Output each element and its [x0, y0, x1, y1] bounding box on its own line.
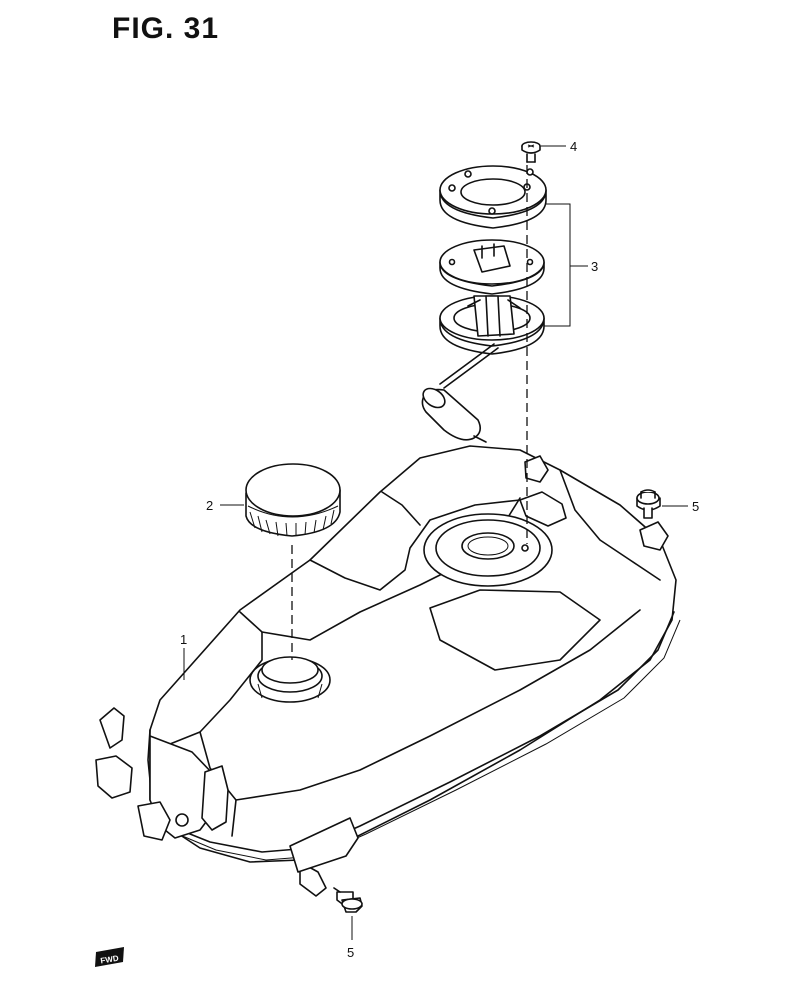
fuel-cap [245, 463, 341, 537]
fuel-pump-sender-assembly [421, 165, 547, 443]
callout-4: 4 [570, 139, 577, 154]
group-bracket-3 [544, 203, 588, 327]
forward-direction-badge: FWD [95, 947, 124, 967]
callout-1: 1 [180, 632, 187, 647]
bolt [333, 887, 363, 913]
bolt [636, 489, 661, 519]
callout-3: 3 [591, 259, 598, 274]
callout-2: 2 [206, 498, 213, 513]
fuel-tank [95, 445, 681, 897]
screw [521, 141, 541, 163]
callout-5a: 5 [692, 499, 699, 514]
callout-5b: 5 [347, 945, 354, 960]
figure-title: FIG. 31 [112, 12, 220, 45]
forward-badge-label: FWD [100, 954, 120, 966]
